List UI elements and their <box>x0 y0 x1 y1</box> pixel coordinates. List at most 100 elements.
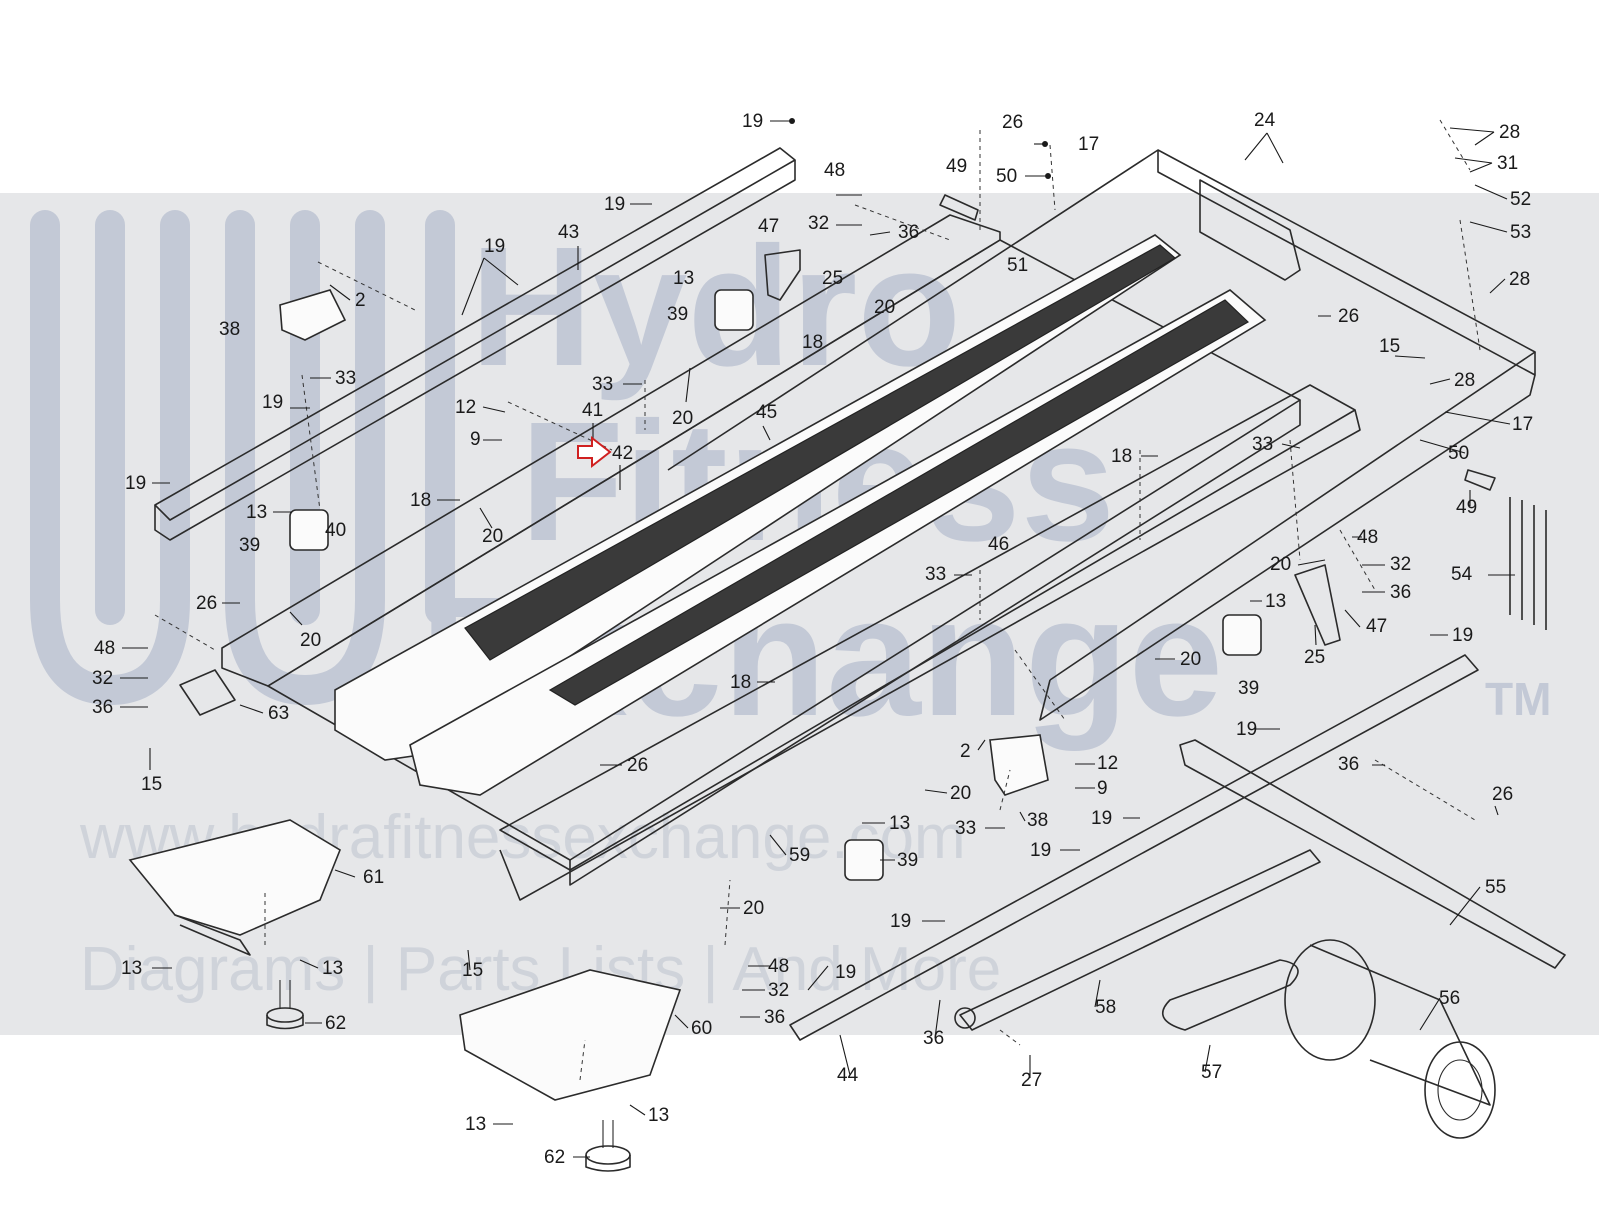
rear-bracket <box>1199 179 1301 281</box>
callout-label: 50 <box>1448 443 1469 464</box>
callout-label: 50 <box>996 166 1017 187</box>
callout-label: 19 <box>890 911 911 932</box>
callout-label: 18 <box>730 672 751 693</box>
callout-label: 19 <box>262 392 283 413</box>
callout-label: 26 <box>1002 112 1023 133</box>
callout-label: 9 <box>1097 778 1108 799</box>
incline-motor-end <box>954 1007 976 1029</box>
callout-label: 36 <box>1390 582 1411 603</box>
isolator-39-c <box>1222 614 1262 656</box>
callout-label: 48 <box>1357 527 1378 548</box>
main-frame-outer <box>667 149 1536 681</box>
callout-label: 55 <box>1485 877 1506 898</box>
callout-label: 13 <box>322 958 343 979</box>
callout-label: 60 <box>691 1018 712 1039</box>
callout-label: 26 <box>196 593 217 614</box>
callout-label: 39 <box>239 535 260 556</box>
side-rail-44 <box>789 654 1479 1041</box>
isolator-39-b <box>289 509 329 551</box>
callout-label: 19 <box>1091 808 1112 829</box>
callout-label: 52 <box>1510 189 1531 210</box>
callout-label: 18 <box>802 332 823 353</box>
callout-label: 13 <box>648 1105 669 1126</box>
bracket-47-b <box>1294 564 1341 646</box>
callout-label: 33 <box>925 564 946 585</box>
callout-label: 36 <box>1338 754 1359 775</box>
callout-label: 43 <box>558 222 579 243</box>
watermark-logo-icon <box>30 210 455 706</box>
callout-label: 12 <box>455 397 476 418</box>
callout-label: 45 <box>756 402 777 423</box>
hood-60 <box>459 969 682 1101</box>
callout-label: 48 <box>94 638 115 659</box>
callout-label: 2 <box>960 741 971 762</box>
base-frame-55 <box>1179 739 1566 969</box>
callout-label: 42 <box>612 443 633 464</box>
callout-label: 15 <box>1379 336 1400 357</box>
callout-label: 13 <box>465 1114 486 1135</box>
watermark-trademark: TM <box>1485 673 1551 725</box>
highlight-arrow-icon <box>577 435 612 469</box>
callout-label: 18 <box>1111 446 1132 467</box>
callout-label: 46 <box>988 534 1009 555</box>
callout-label: 26 <box>1338 306 1359 327</box>
callout-label: 59 <box>789 845 810 866</box>
callout-label: 25 <box>822 268 843 289</box>
drive-belt-57 <box>1161 959 1299 1031</box>
callout-label: 9 <box>470 429 481 450</box>
isolator-39-a <box>714 289 754 331</box>
callout-label: 33 <box>955 818 976 839</box>
wire-ties-54 <box>1509 497 1547 630</box>
callout-label: 25 <box>1304 647 1325 668</box>
callout-label: 13 <box>889 813 910 834</box>
callout-label: 13 <box>1265 591 1286 612</box>
bracket-47-a <box>764 249 801 301</box>
callout-label: 41 <box>582 400 603 421</box>
callout-label: 39 <box>1238 678 1259 699</box>
callout-label: 28 <box>1509 269 1530 290</box>
callout-label: 19 <box>1452 625 1473 646</box>
callout-label: 20 <box>950 783 971 804</box>
axle-49-b <box>1464 469 1496 491</box>
callout-label: 33 <box>1252 434 1273 455</box>
incline-motor-58 <box>959 849 1321 1031</box>
left-rail-tread <box>464 244 1177 661</box>
callout-label: 2 <box>355 290 366 311</box>
inner-frame-rail <box>499 409 1361 901</box>
main-frame-side-beam <box>1039 374 1536 721</box>
bracket-38-b <box>989 734 1049 796</box>
frame-parts <box>128 119 1566 1172</box>
callout-label: 15 <box>462 960 483 981</box>
callout-label: 18 <box>410 490 431 511</box>
callout-label: 33 <box>592 374 613 395</box>
callout-label: 51 <box>1007 255 1028 276</box>
callout-label: 19 <box>604 194 625 215</box>
callout-label: 19 <box>484 236 505 257</box>
isolator-39-d <box>844 839 884 881</box>
callout-label: 40 <box>325 520 346 541</box>
callout-label: 20 <box>672 408 693 429</box>
callout-label: 15 <box>141 774 162 795</box>
callout-label: 39 <box>667 304 688 325</box>
callout-label: 38 <box>219 319 240 340</box>
callout-label: 19 <box>835 962 856 983</box>
callout-label: 62 <box>544 1147 565 1168</box>
callout-label: 20 <box>1270 554 1291 575</box>
foot-62-a <box>266 980 304 1030</box>
callout-label: 36 <box>923 1028 944 1049</box>
right-rail-tread <box>548 299 1249 706</box>
callout-label: 17 <box>1078 134 1099 155</box>
callout-label: 36 <box>764 1007 785 1028</box>
callout-label: 63 <box>268 703 289 724</box>
callout-label: 44 <box>837 1065 859 1086</box>
callout-labels: 19 26 17 24 28 31 52 53 28 50 49 48 32 3… <box>92 110 1533 1168</box>
callout-label: 49 <box>1456 497 1477 518</box>
callout-label: 48 <box>824 160 845 181</box>
callout-label: 20 <box>743 898 764 919</box>
callout-label: 20 <box>300 630 321 651</box>
callout-label: 32 <box>92 668 113 689</box>
callout-label: 19 <box>125 473 146 494</box>
callout-label: 28 <box>1454 370 1475 391</box>
callout-label: 57 <box>1201 1062 1222 1083</box>
